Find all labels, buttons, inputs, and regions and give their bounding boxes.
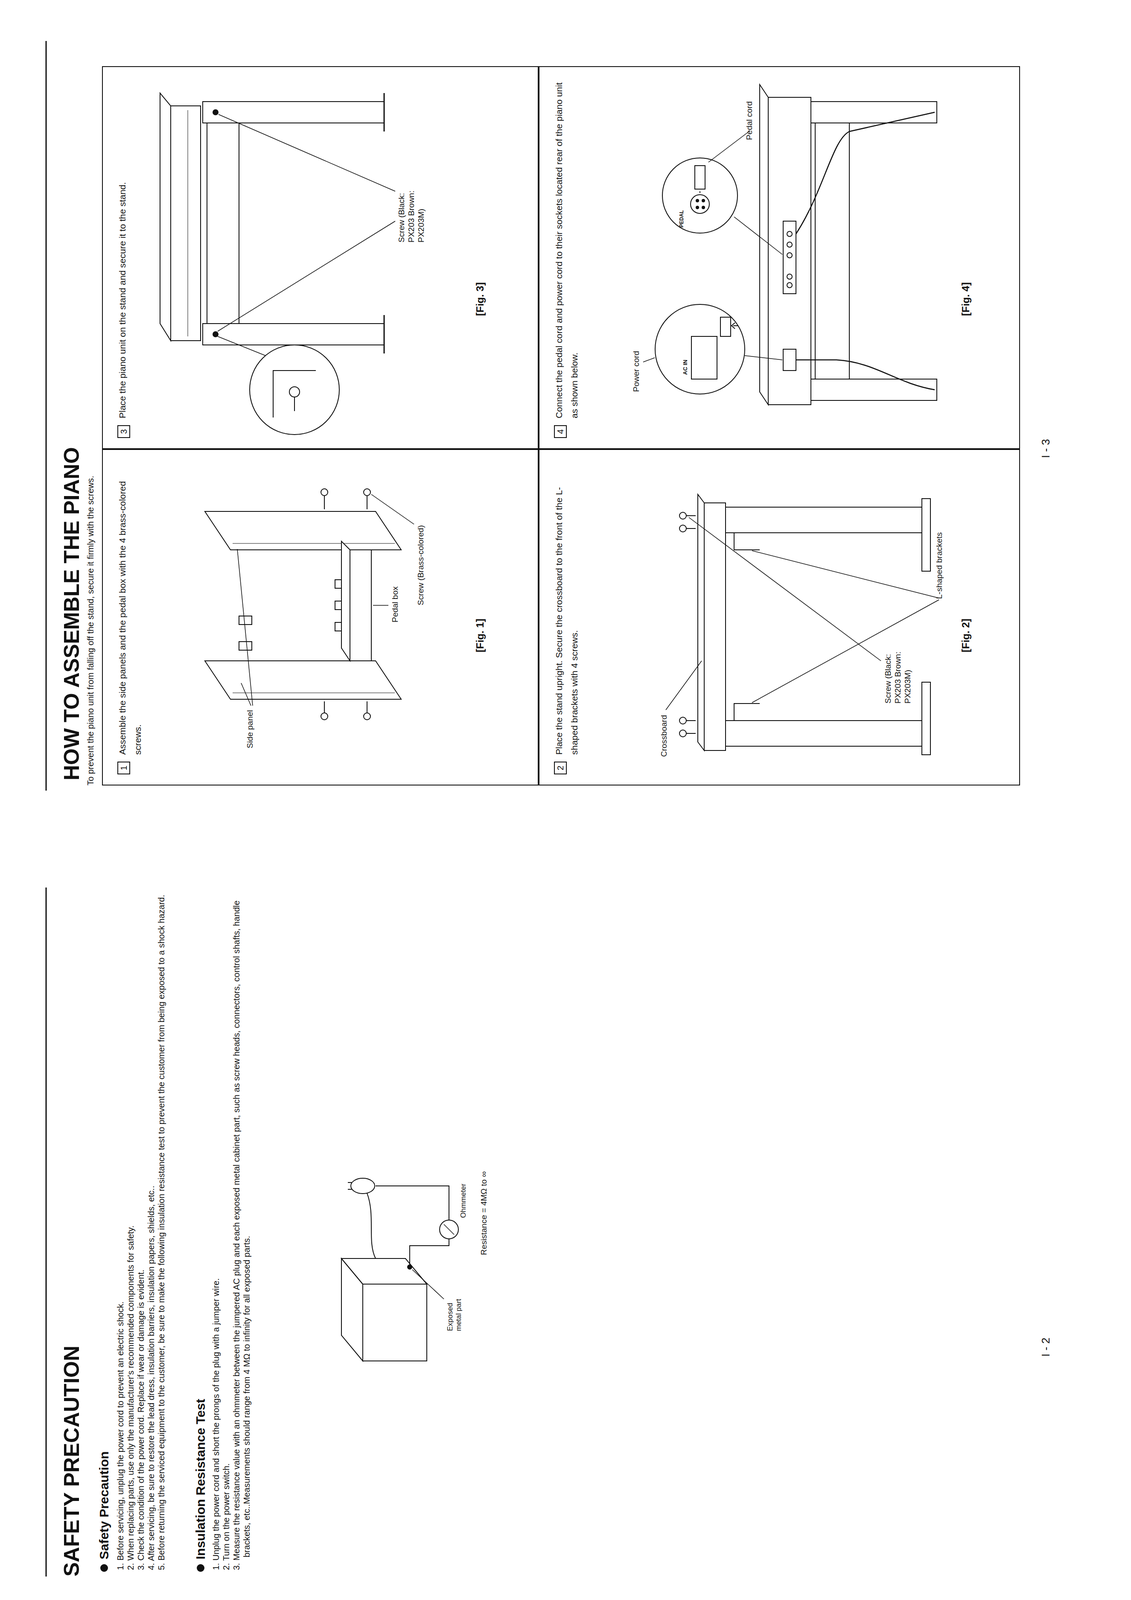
section-heading: Safety Precaution bbox=[96, 1451, 112, 1560]
formula-note: Resistance = 4MΩ to ∞ bbox=[479, 1171, 490, 1255]
socket-label: PEDAL bbox=[678, 209, 685, 228]
list-item: 3. Check the condition of the power cord… bbox=[135, 886, 146, 1570]
page-number: I - 2 bbox=[1039, 1337, 1053, 1357]
figure-caption: [Fig. 3] bbox=[474, 282, 487, 316]
list-item: 4. After servicing, be sure to restore t… bbox=[145, 886, 157, 1570]
list-item: 2. Turn on the power switch. bbox=[221, 886, 232, 1570]
list-item: 5. Before returning the serviced equipme… bbox=[156, 886, 167, 1570]
figure-caption: [Fig. 1] bbox=[474, 618, 487, 653]
socket-label: AC IN bbox=[682, 359, 689, 375]
part-label: Pedal box bbox=[390, 585, 401, 623]
step-instruction: Assemble the side panels and the pedal b… bbox=[114, 460, 146, 755]
step-number-box: 3 bbox=[117, 425, 131, 438]
list-item: 3. Measure the resistance value with an … bbox=[231, 886, 252, 1570]
part-label: Power cord bbox=[631, 350, 642, 392]
step-panel: Connect the pedal cord and power cord to… bbox=[538, 66, 1021, 449]
section-heading: Insulation Resistance Test bbox=[192, 1398, 209, 1560]
page-number: I - 3 bbox=[1039, 438, 1053, 458]
part-label: Pedal cord bbox=[744, 101, 755, 140]
step-instruction: Place the piano unit on the stand and se… bbox=[114, 78, 131, 419]
list-item: 1. Before servicing, unplug the power co… bbox=[115, 886, 126, 1570]
page-heading: HOW TO ASSEMBLE THE PIANO bbox=[58, 446, 85, 781]
step-instruction: Place the stand upright. Secure the cros… bbox=[551, 460, 583, 755]
step-number-box: 2 bbox=[553, 761, 567, 775]
step-number: 1 bbox=[119, 765, 129, 770]
page-heading: SAFETY PRECAUTION bbox=[58, 1345, 85, 1577]
part-label: L-shaped brackets bbox=[934, 532, 945, 599]
intro-note: To prevent the piano unit from falling o… bbox=[85, 475, 96, 786]
step-number: 2 bbox=[555, 765, 566, 770]
step-panel: Place the piano unit on the stand and se… bbox=[102, 66, 539, 449]
part-label: Screw (Black: PX203 Brown: PX203M) bbox=[396, 178, 426, 243]
step-panel: Assemble the side panels and the pedal b… bbox=[102, 448, 539, 786]
step-number: 3 bbox=[119, 428, 129, 434]
list-item: 1. Unplug the power cord and short the p… bbox=[210, 886, 222, 1570]
part-label: Exposed metal part bbox=[445, 1294, 464, 1331]
list-item: 2. When replacing parts, use only the ma… bbox=[125, 886, 136, 1570]
step-number-box: 4 bbox=[553, 425, 567, 438]
step-number-box: 1 bbox=[117, 761, 131, 775]
step-instruction: Connect the pedal cord and power cord to… bbox=[551, 78, 583, 419]
part-label: Screw (Black: PX203 Brown: PX203M) bbox=[883, 639, 913, 704]
part-label: Screw (Brass-colored) bbox=[416, 524, 426, 606]
figure-caption: [Fig. 2] bbox=[959, 618, 972, 653]
part-label: Crossboard bbox=[659, 714, 670, 757]
part-label: Side panel bbox=[245, 709, 256, 749]
part-label: Ohmmeter bbox=[459, 1183, 468, 1218]
step-panel: Place the stand upright. Secure the cros… bbox=[538, 448, 1021, 786]
figure-caption: [Fig. 4] bbox=[959, 282, 972, 316]
step-number: 4 bbox=[555, 428, 566, 434]
